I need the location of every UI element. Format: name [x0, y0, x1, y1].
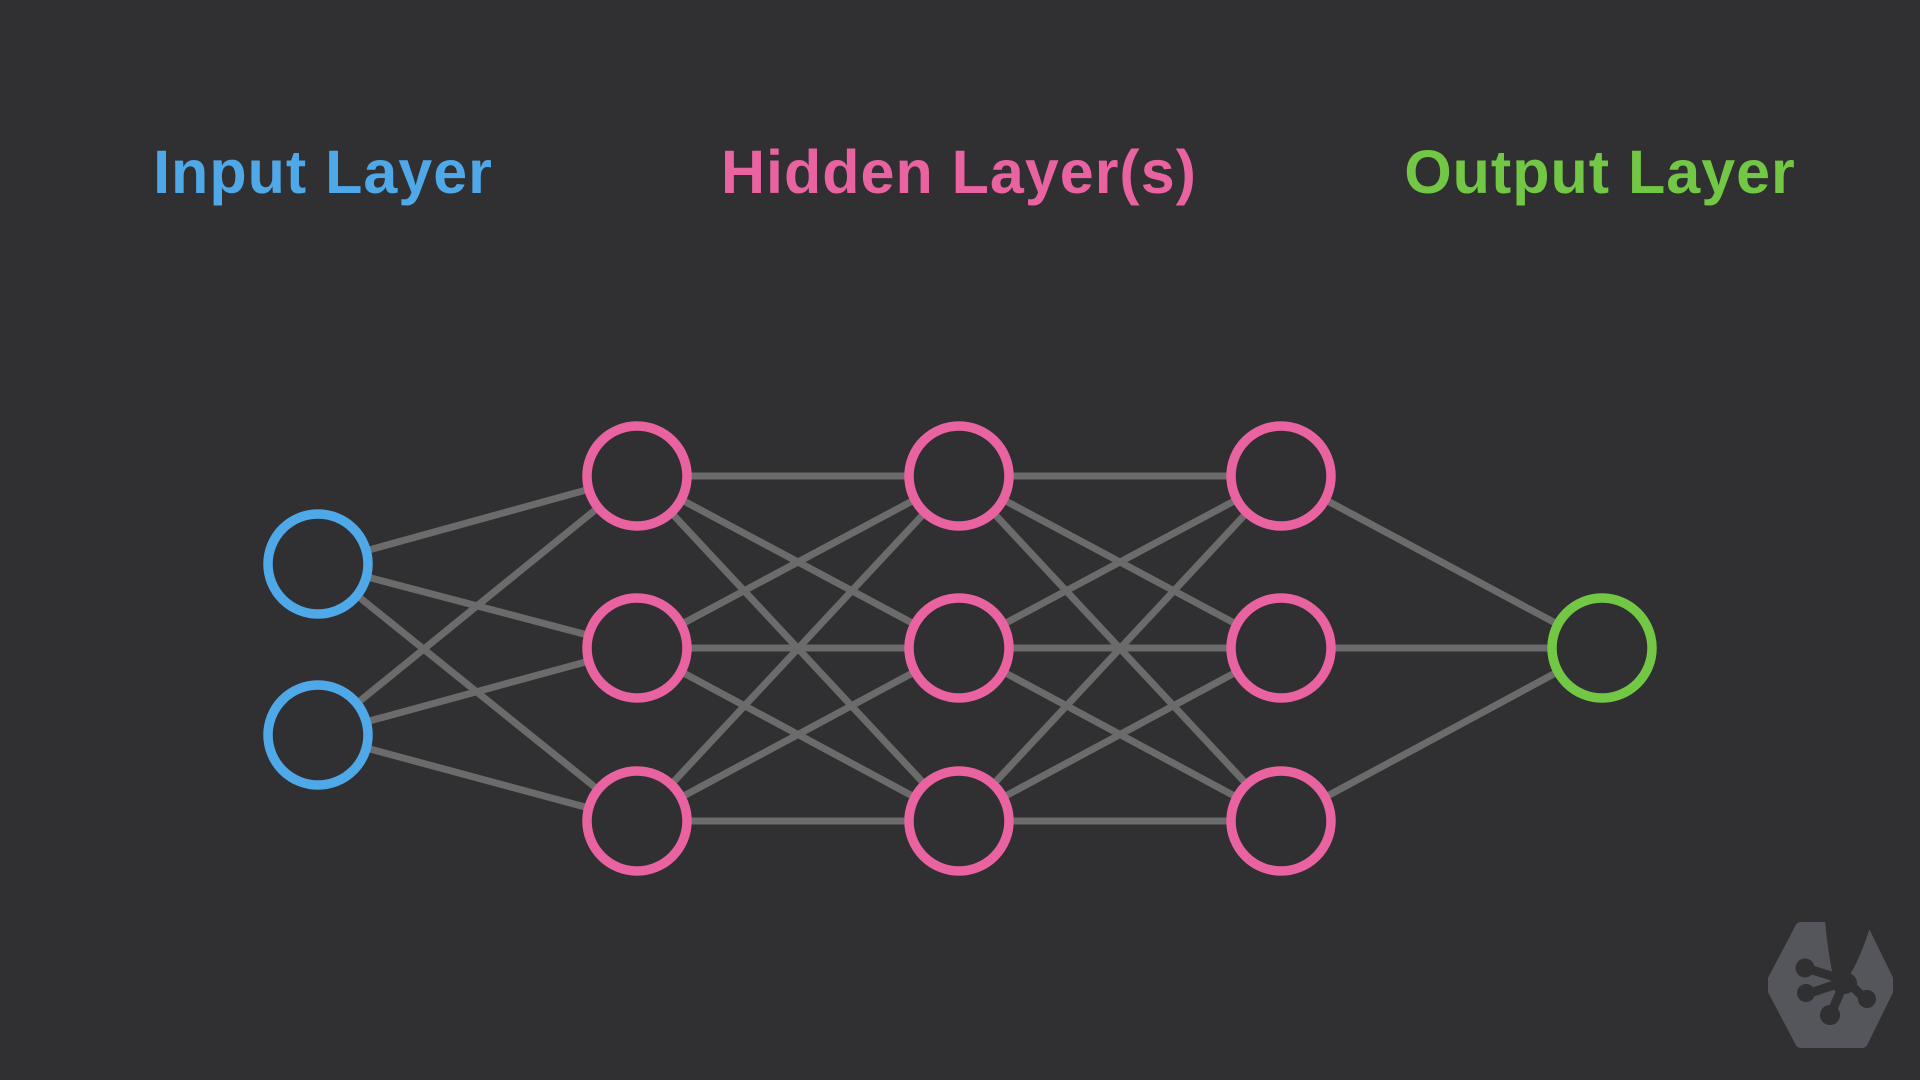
edge-input-2-to-hidden-1-2 [317, 644, 638, 739]
edge-input-1-to-hidden-1-1 [317, 472, 638, 568]
node-input-2 [263, 680, 373, 790]
edge-hidden-2-3-to-hidden-3-2 [957, 644, 1283, 825]
edge-hidden-3-1-to-output-1 [1279, 472, 1604, 652]
node-hidden-2-1 [904, 421, 1014, 531]
edge-hidden-1-2-to-hidden-2-1 [635, 472, 961, 652]
edge-input-2-to-hidden-1-3 [317, 731, 638, 825]
node-hidden-3-3 [1226, 766, 1336, 876]
node-hidden-1-2 [582, 593, 692, 703]
edge-hidden-3-3-to-output-1 [1279, 644, 1604, 825]
frog-foot-cutout [1795, 921, 1876, 1025]
edge-hidden-2-2-to-hidden-3-1 [957, 472, 1283, 652]
edge-hidden-1-3-to-hidden-2-1 [634, 473, 962, 824]
hexagon-frog-foot-logo [1768, 921, 1893, 1048]
node-output-1 [1547, 593, 1657, 703]
hidden-layer-label: Hidden Layer(s) [721, 138, 1197, 206]
output-layer-label: Output Layer [1404, 138, 1796, 206]
node-hidden-3-2 [1226, 593, 1336, 703]
node-hidden-1-3 [582, 766, 692, 876]
node-hidden-3-1 [1226, 421, 1336, 531]
edge-hidden-1-3-to-hidden-2-2 [635, 644, 961, 825]
node-hidden-2-2 [904, 593, 1014, 703]
node-hidden-2-3 [904, 766, 1014, 876]
edge-hidden-2-3-to-hidden-3-1 [956, 473, 1284, 824]
node-hidden-1-1 [582, 421, 692, 531]
node-input-1 [263, 509, 373, 619]
input-layer-label: Input Layer [153, 138, 493, 206]
edge-input-2-to-hidden-1-1 [315, 473, 640, 738]
